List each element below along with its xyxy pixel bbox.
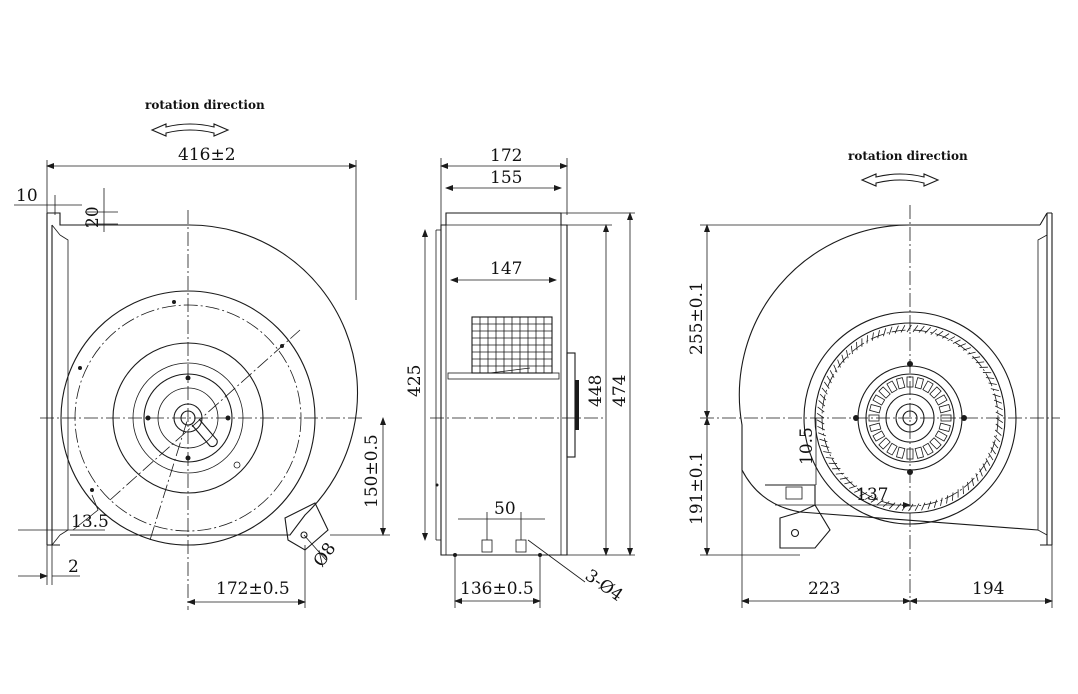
front-dim-width: 416±2: [178, 145, 236, 165]
rear-dim-255: 255±0.1: [687, 281, 707, 355]
side-dim-50: 50: [494, 499, 516, 519]
side-dim-136: 136±0.5: [460, 579, 534, 599]
front-dim-2: 2: [68, 557, 79, 577]
front-rotation-arrow-icon: [150, 123, 230, 137]
side-dim-425: 425: [405, 365, 425, 397]
front-dim-10: 10: [16, 186, 38, 206]
front-dim-hole: Ø8: [310, 539, 341, 571]
rear-dim-223: 223: [808, 579, 840, 599]
rear-dim-137: 137: [856, 485, 888, 505]
rear-rotation-label: rotation direction: [848, 149, 968, 163]
side-dim-448: 448: [586, 375, 606, 407]
front-dim-172: 172±0.5: [216, 579, 290, 599]
side-dim-172: 172: [490, 146, 522, 166]
side-dim-474: 474: [610, 375, 630, 407]
front-dim-13-5: 13.5: [71, 512, 109, 532]
front-view: rotation direction 416±2 10 20: [14, 98, 390, 610]
rear-view: rotation direction: [687, 149, 1060, 610]
rear-dim-191: 191±0.1: [687, 451, 707, 525]
rear-dim-194: 194: [972, 579, 1004, 599]
side-view: 172 155 147: [405, 146, 635, 608]
front-dim-150: 150±0.5: [362, 434, 382, 508]
side-dim-holes: 3-Ø4: [581, 566, 626, 606]
front-rotation-label: rotation direction: [145, 98, 265, 112]
side-dim-147: 147: [490, 259, 522, 279]
side-dim-155: 155: [490, 168, 522, 188]
rear-dim-10-5: 10.5: [797, 427, 817, 465]
front-dim-20: 20: [83, 206, 103, 228]
rear-rotation-arrow-icon: [860, 173, 940, 187]
